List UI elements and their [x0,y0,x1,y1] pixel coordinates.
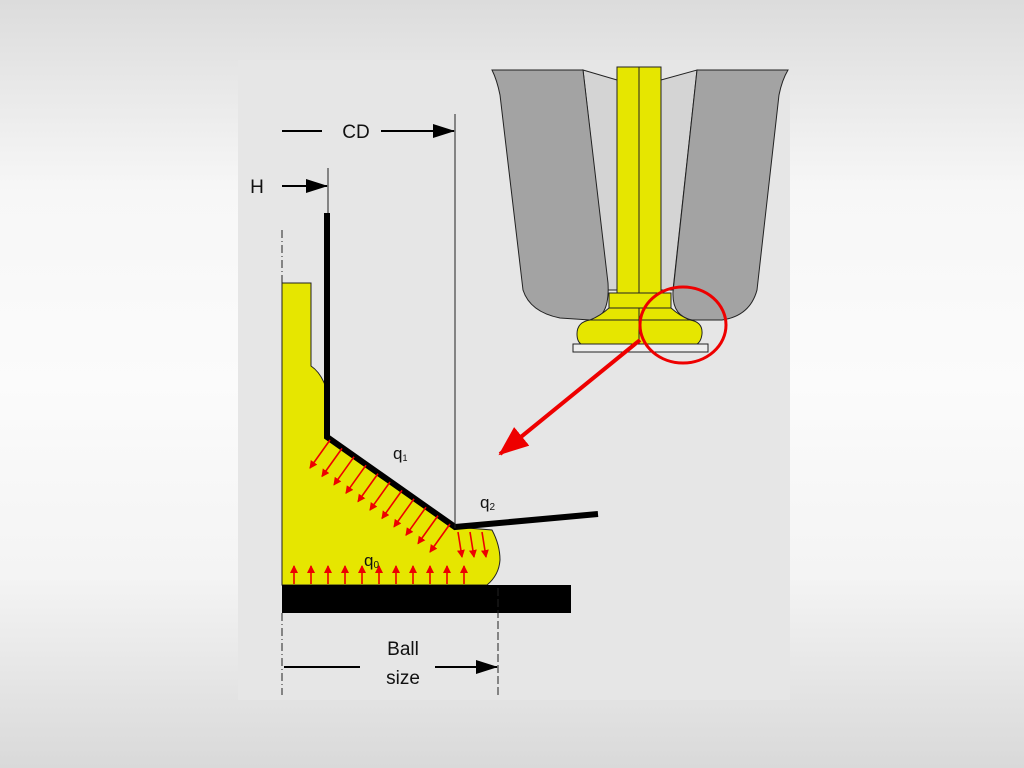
q1-force-arrow [345,464,367,495]
q1-force-arrow [333,456,355,486]
ball-size-label-line1: Ball [387,639,419,660]
h-label: H [250,177,264,198]
q1-force-arrow [309,439,331,469]
bond-wire [324,213,599,531]
force-arrows [290,439,489,584]
q1-force-arrow [321,447,343,478]
q1-force-arrow [393,498,415,528]
capillary-right-wall [672,69,789,321]
q1-force-arrow [405,506,427,537]
q0-label: q0 [364,551,379,571]
q1-force-arrow [417,515,439,545]
q2-force-arrow [480,531,489,558]
q1-force-arrow [381,489,403,520]
cd-label: CD [342,122,369,143]
bond-pad [282,585,571,613]
highlight-circle [638,285,728,365]
q1-force-arrow [429,523,451,553]
ball-bond-enlarged [281,282,501,586]
q1-force-arrow [369,481,391,511]
q2-force-arrow [456,531,465,558]
q1-label: q1 [393,444,407,463]
q1-force-arrow [357,473,379,503]
q2-force-arrow [468,531,477,558]
ball-size-label-line2: size [386,668,420,689]
bond-pad-small [572,343,709,353]
zoom-arrow [498,338,642,456]
q2-label: q2 [480,493,495,513]
capillary-left-wall [491,69,609,321]
capillary [491,66,789,353]
